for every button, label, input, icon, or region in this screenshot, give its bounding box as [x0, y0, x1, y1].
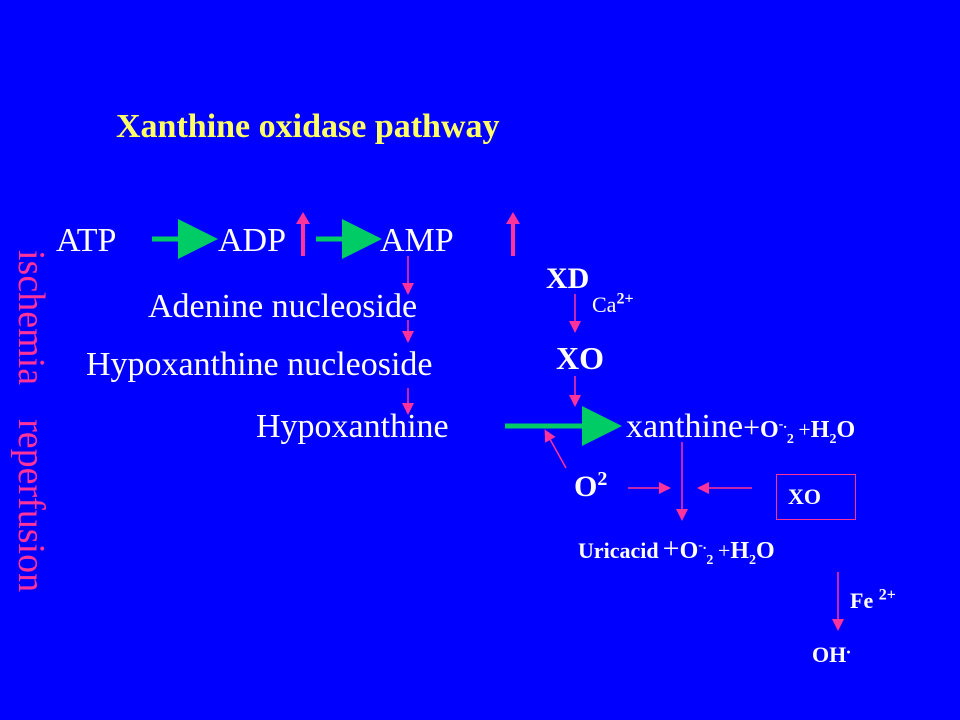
hydroxyl-radical: OH. [812, 637, 851, 667]
xanthine-products: xanthine+O-.2 +H2O [626, 408, 856, 447]
node-amp: AMP [380, 222, 454, 259]
node-uricacid: Uricacid [578, 538, 659, 563]
xo-box [776, 474, 856, 520]
node-hypoxanthine-nucleoside: Hypoxanthine nucleoside [86, 346, 433, 383]
arrow-o2-reaction [544, 429, 567, 469]
ion-ca: Ca2+ [592, 290, 634, 317]
plus-sign-3: + [662, 532, 680, 565]
node-adp: ADP [218, 222, 287, 259]
increase-arrow-adp [296, 212, 310, 256]
enzyme-xd: XD [546, 262, 590, 295]
superoxide: O-.2 [760, 417, 794, 447]
node-adenine-nucleoside: Adenine nucleoside [148, 288, 418, 325]
ion-ca-charge: 2+ [616, 290, 634, 308]
node-xanthine: xanthine [626, 408, 744, 445]
oxygen: O2 [574, 468, 608, 503]
enzyme-xo: XO [556, 340, 604, 376]
ion-ca-symbol: Ca [592, 292, 617, 317]
ion-fe: Fe 2+ [850, 586, 896, 613]
plus-sign-2: + [798, 417, 811, 442]
superoxide-2: O-.2 [679, 538, 714, 568]
slide-title: Xanthine oxidase pathway [116, 108, 500, 145]
node-atp: ATP [56, 222, 117, 259]
water-2: H2O [730, 538, 775, 568]
enzyme-xo-box: XO [788, 484, 821, 509]
water: H2O [810, 417, 856, 447]
node-hypoxanthine: Hypoxanthine [256, 408, 449, 445]
plus-sign: + [743, 411, 760, 444]
plus-sign-4: + [717, 538, 731, 563]
increase-arrow-amp [506, 212, 520, 256]
uricacid-products: Uricacid +O-.2 +H2O [578, 532, 775, 568]
